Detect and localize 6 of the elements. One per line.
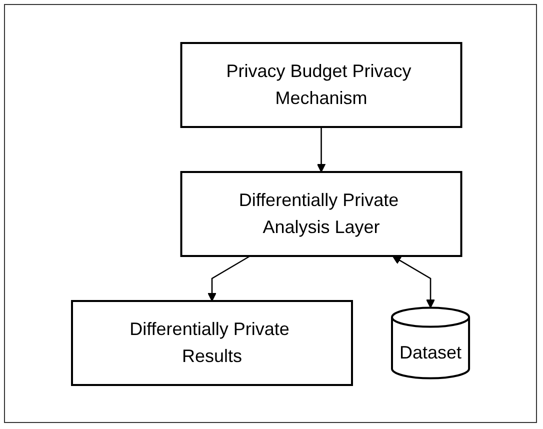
node-box: Privacy Budget Privacy Mechanism — [180, 42, 462, 128]
node-box: Differentially Private Analysis Layer — [180, 170, 462, 256]
arrow — [316, 126, 326, 172]
arrow — [392, 255, 435, 308]
node-box: Differentially Private Results — [70, 300, 353, 386]
arrow — [208, 254, 250, 301]
